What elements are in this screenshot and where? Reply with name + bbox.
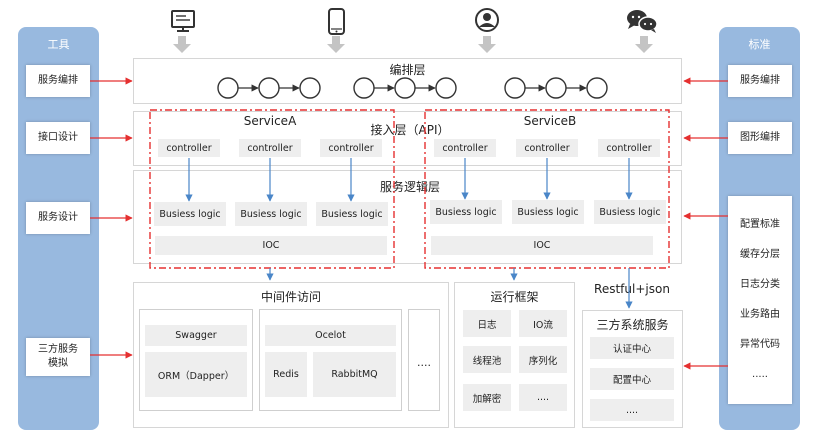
tool-service-orchestration: 服务编排 <box>26 65 90 97</box>
service-logic-layer-title: 服务逻辑层 <box>379 180 440 194</box>
auth-center-box: 认证中心 <box>590 337 674 359</box>
tool-interface-design: 接口设计 <box>26 122 90 154</box>
standard-error-codes: 异常代码 <box>740 339 780 350</box>
runtime-serialization: 序列化 <box>519 346 567 373</box>
runtime-title: 运行框架 <box>490 290 539 304</box>
standards-list-box: 配置标准 缓存分层 日志分类 业务路由 异常代码 ..... <box>728 196 792 404</box>
config-center-box: 配置中心 <box>590 368 674 390</box>
service-a-ioc: IOC <box>155 236 387 255</box>
middleware-group-more <box>408 309 440 411</box>
monitor-icon <box>171 10 195 32</box>
standard-config: 配置标准 <box>740 219 780 230</box>
redis-box: Redis <box>265 352 307 397</box>
ocelot-box: Ocelot <box>265 325 396 346</box>
service-a-controller-2: controller <box>239 139 301 157</box>
orm-box: ORM（Dapper） <box>145 352 247 397</box>
phone-icon <box>328 8 345 35</box>
chat-icon <box>627 10 658 33</box>
third-party-title: 三方系统服务 <box>596 318 669 332</box>
orchestration-layer-title: 编排层 <box>389 63 426 77</box>
runtime-io: IO流 <box>519 310 567 337</box>
tools-sidebar-title: 工具 <box>47 38 70 51</box>
access-layer-title: 接入层（API） <box>370 123 450 137</box>
service-b-title: ServiceB <box>523 114 577 128</box>
service-a-logic-3: Busiess logic <box>316 202 388 226</box>
standard-routing: 业务路由 <box>740 309 780 320</box>
standard-graphic-orchestration: 图形编排 <box>728 122 792 154</box>
middleware-more-text: .... <box>417 356 431 369</box>
tool-third-party-mock: 三方服务 模拟 <box>26 338 90 376</box>
runtime-encryption: 加解密 <box>463 384 511 411</box>
service-b-controller-1: controller <box>434 139 496 157</box>
tool-service-design: 服务设计 <box>26 202 90 234</box>
service-b-logic-3: Busiess logic <box>594 200 666 224</box>
swagger-box: Swagger <box>145 325 247 346</box>
standard-cache: 缓存分层 <box>740 249 780 260</box>
runtime-threadpool: 线程池 <box>463 346 511 373</box>
standard-more: ..... <box>752 369 768 380</box>
service-a-controller-3: controller <box>320 139 382 157</box>
third-party-more-box: .... <box>590 399 674 421</box>
middleware-title: 中间件访问 <box>260 290 321 304</box>
service-b-controller-2: controller <box>516 139 578 157</box>
runtime-log: 日志 <box>463 310 511 337</box>
service-b-controller-3: controller <box>598 139 660 157</box>
service-a-title: ServiceA <box>243 114 297 128</box>
service-a-controller-1: controller <box>158 139 220 157</box>
service-a-logic-2: Busiess logic <box>235 202 307 226</box>
down-arrow-icon <box>173 36 653 53</box>
runtime-more: .... <box>519 384 567 411</box>
user-icon <box>475 8 499 32</box>
restful-json-label: Restful+json <box>594 282 670 296</box>
standard-service-orchestration: 服务编排 <box>728 65 792 97</box>
service-a-logic-1: Busiess logic <box>154 202 226 226</box>
service-b-ioc: IOC <box>431 236 653 255</box>
standard-logging: 日志分类 <box>740 279 780 290</box>
standards-sidebar-title: 标准 <box>748 38 771 51</box>
service-b-logic-2: Busiess logic <box>512 200 584 224</box>
rabbitmq-box: RabbitMQ <box>313 352 396 397</box>
service-b-logic-1: Busiess logic <box>430 200 502 224</box>
